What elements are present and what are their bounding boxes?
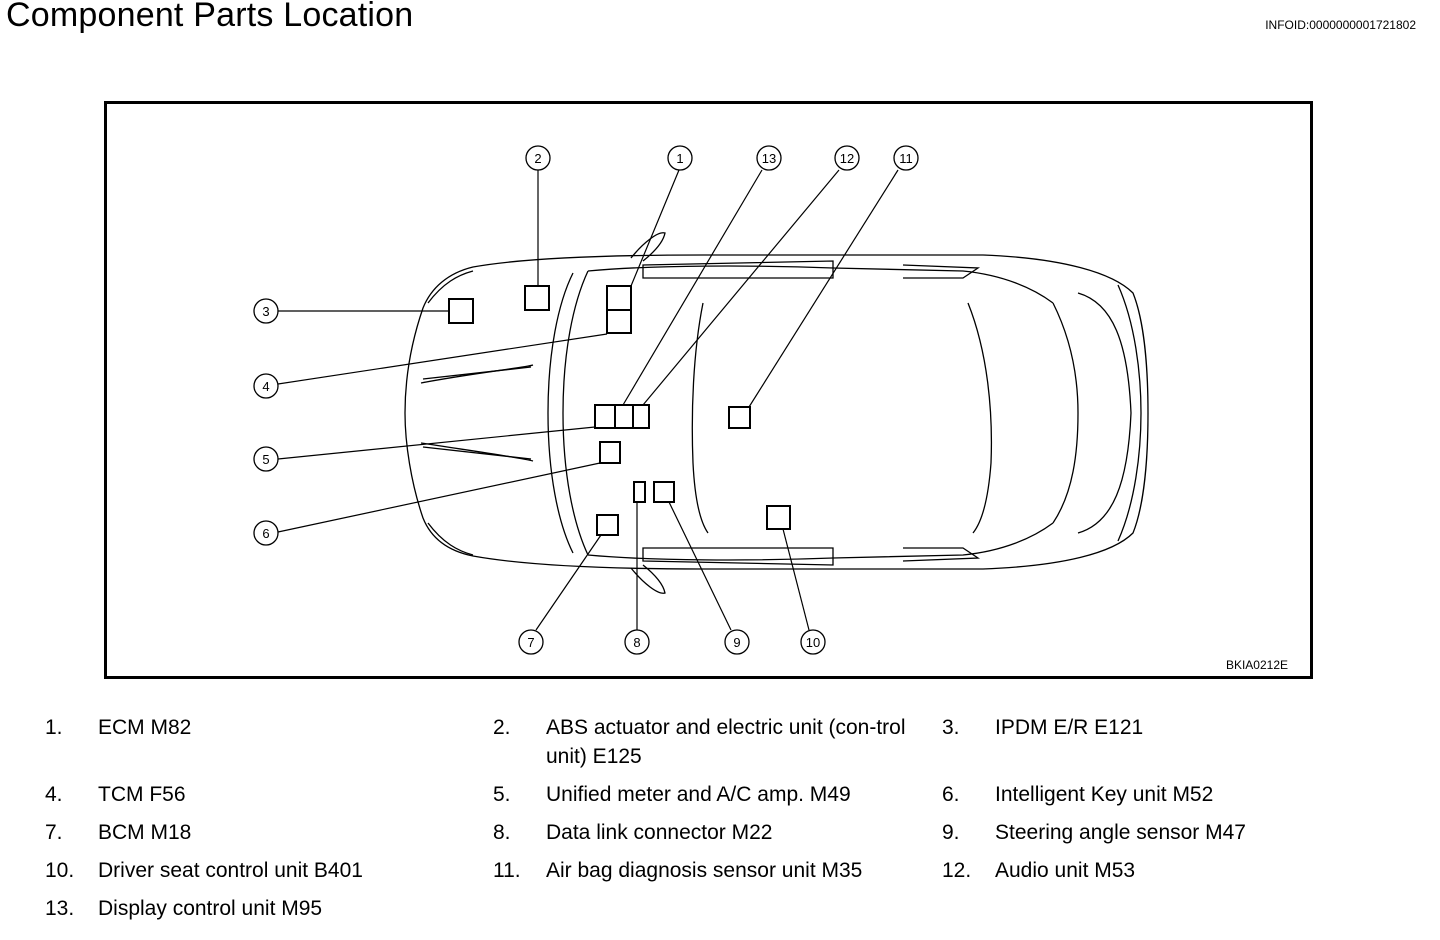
svg-text:13: 13 [762,151,776,166]
svg-text:7: 7 [527,635,534,650]
vehicle-diagram: 2 1 13 12 11 3 4 5 6 7 8 9 10 [253,145,1149,655]
component-location-figure: 2 1 13 12 11 3 4 5 6 7 8 9 10 BKIA0212E [104,101,1313,679]
callout-11: 11 [893,145,919,171]
callout-5: 5 [253,446,279,472]
car-outline [404,232,1149,594]
callout-10: 10 [800,629,826,655]
component-box-12 [632,404,650,429]
svg-text:6: 6 [262,526,269,541]
svg-text:12: 12 [840,151,854,166]
callout-12: 12 [834,145,860,171]
svg-text:5: 5 [262,452,269,467]
component-box-1 [606,285,632,311]
callout-13: 13 [756,145,782,171]
callouts: 2 1 13 12 11 3 4 5 6 7 8 9 10 [253,145,919,655]
callout-4: 4 [253,373,279,399]
svg-text:4: 4 [262,379,269,394]
callout-1: 1 [667,145,693,171]
svg-text:10: 10 [806,635,820,650]
svg-text:1: 1 [676,151,683,166]
component-box-10 [766,505,791,530]
component-box-6 [599,441,621,464]
callout-6: 6 [253,520,279,546]
page-title: Component Parts Location [6,0,414,34]
svg-text:11: 11 [899,151,913,166]
component-box-4 [606,309,632,334]
figure-code: BKIA0212E [1225,658,1288,672]
callout-8: 8 [624,629,650,655]
component-box-11 [728,406,751,429]
svg-text:2: 2 [534,151,541,166]
component-box-3 [448,298,474,324]
svg-text:3: 3 [262,304,269,319]
component-box-8 [633,481,646,503]
info-id: INFOID:0000000001721802 [1265,18,1416,32]
callout-7: 7 [518,629,544,655]
component-legend: 1. ECM M82 2. ABS actuator and electric … [45,716,1246,920]
component-box-5 [594,404,616,429]
callout-3: 3 [253,298,279,324]
component-box-7 [596,514,619,536]
component-box-9 [653,481,675,503]
callout-2: 2 [525,145,551,171]
callout-9: 9 [724,629,750,655]
component-boxes [448,285,791,536]
svg-text:9: 9 [733,635,740,650]
component-box-2 [524,285,550,311]
leader-lines [277,169,899,631]
component-box-13 [614,404,634,429]
svg-text:8: 8 [633,635,640,650]
